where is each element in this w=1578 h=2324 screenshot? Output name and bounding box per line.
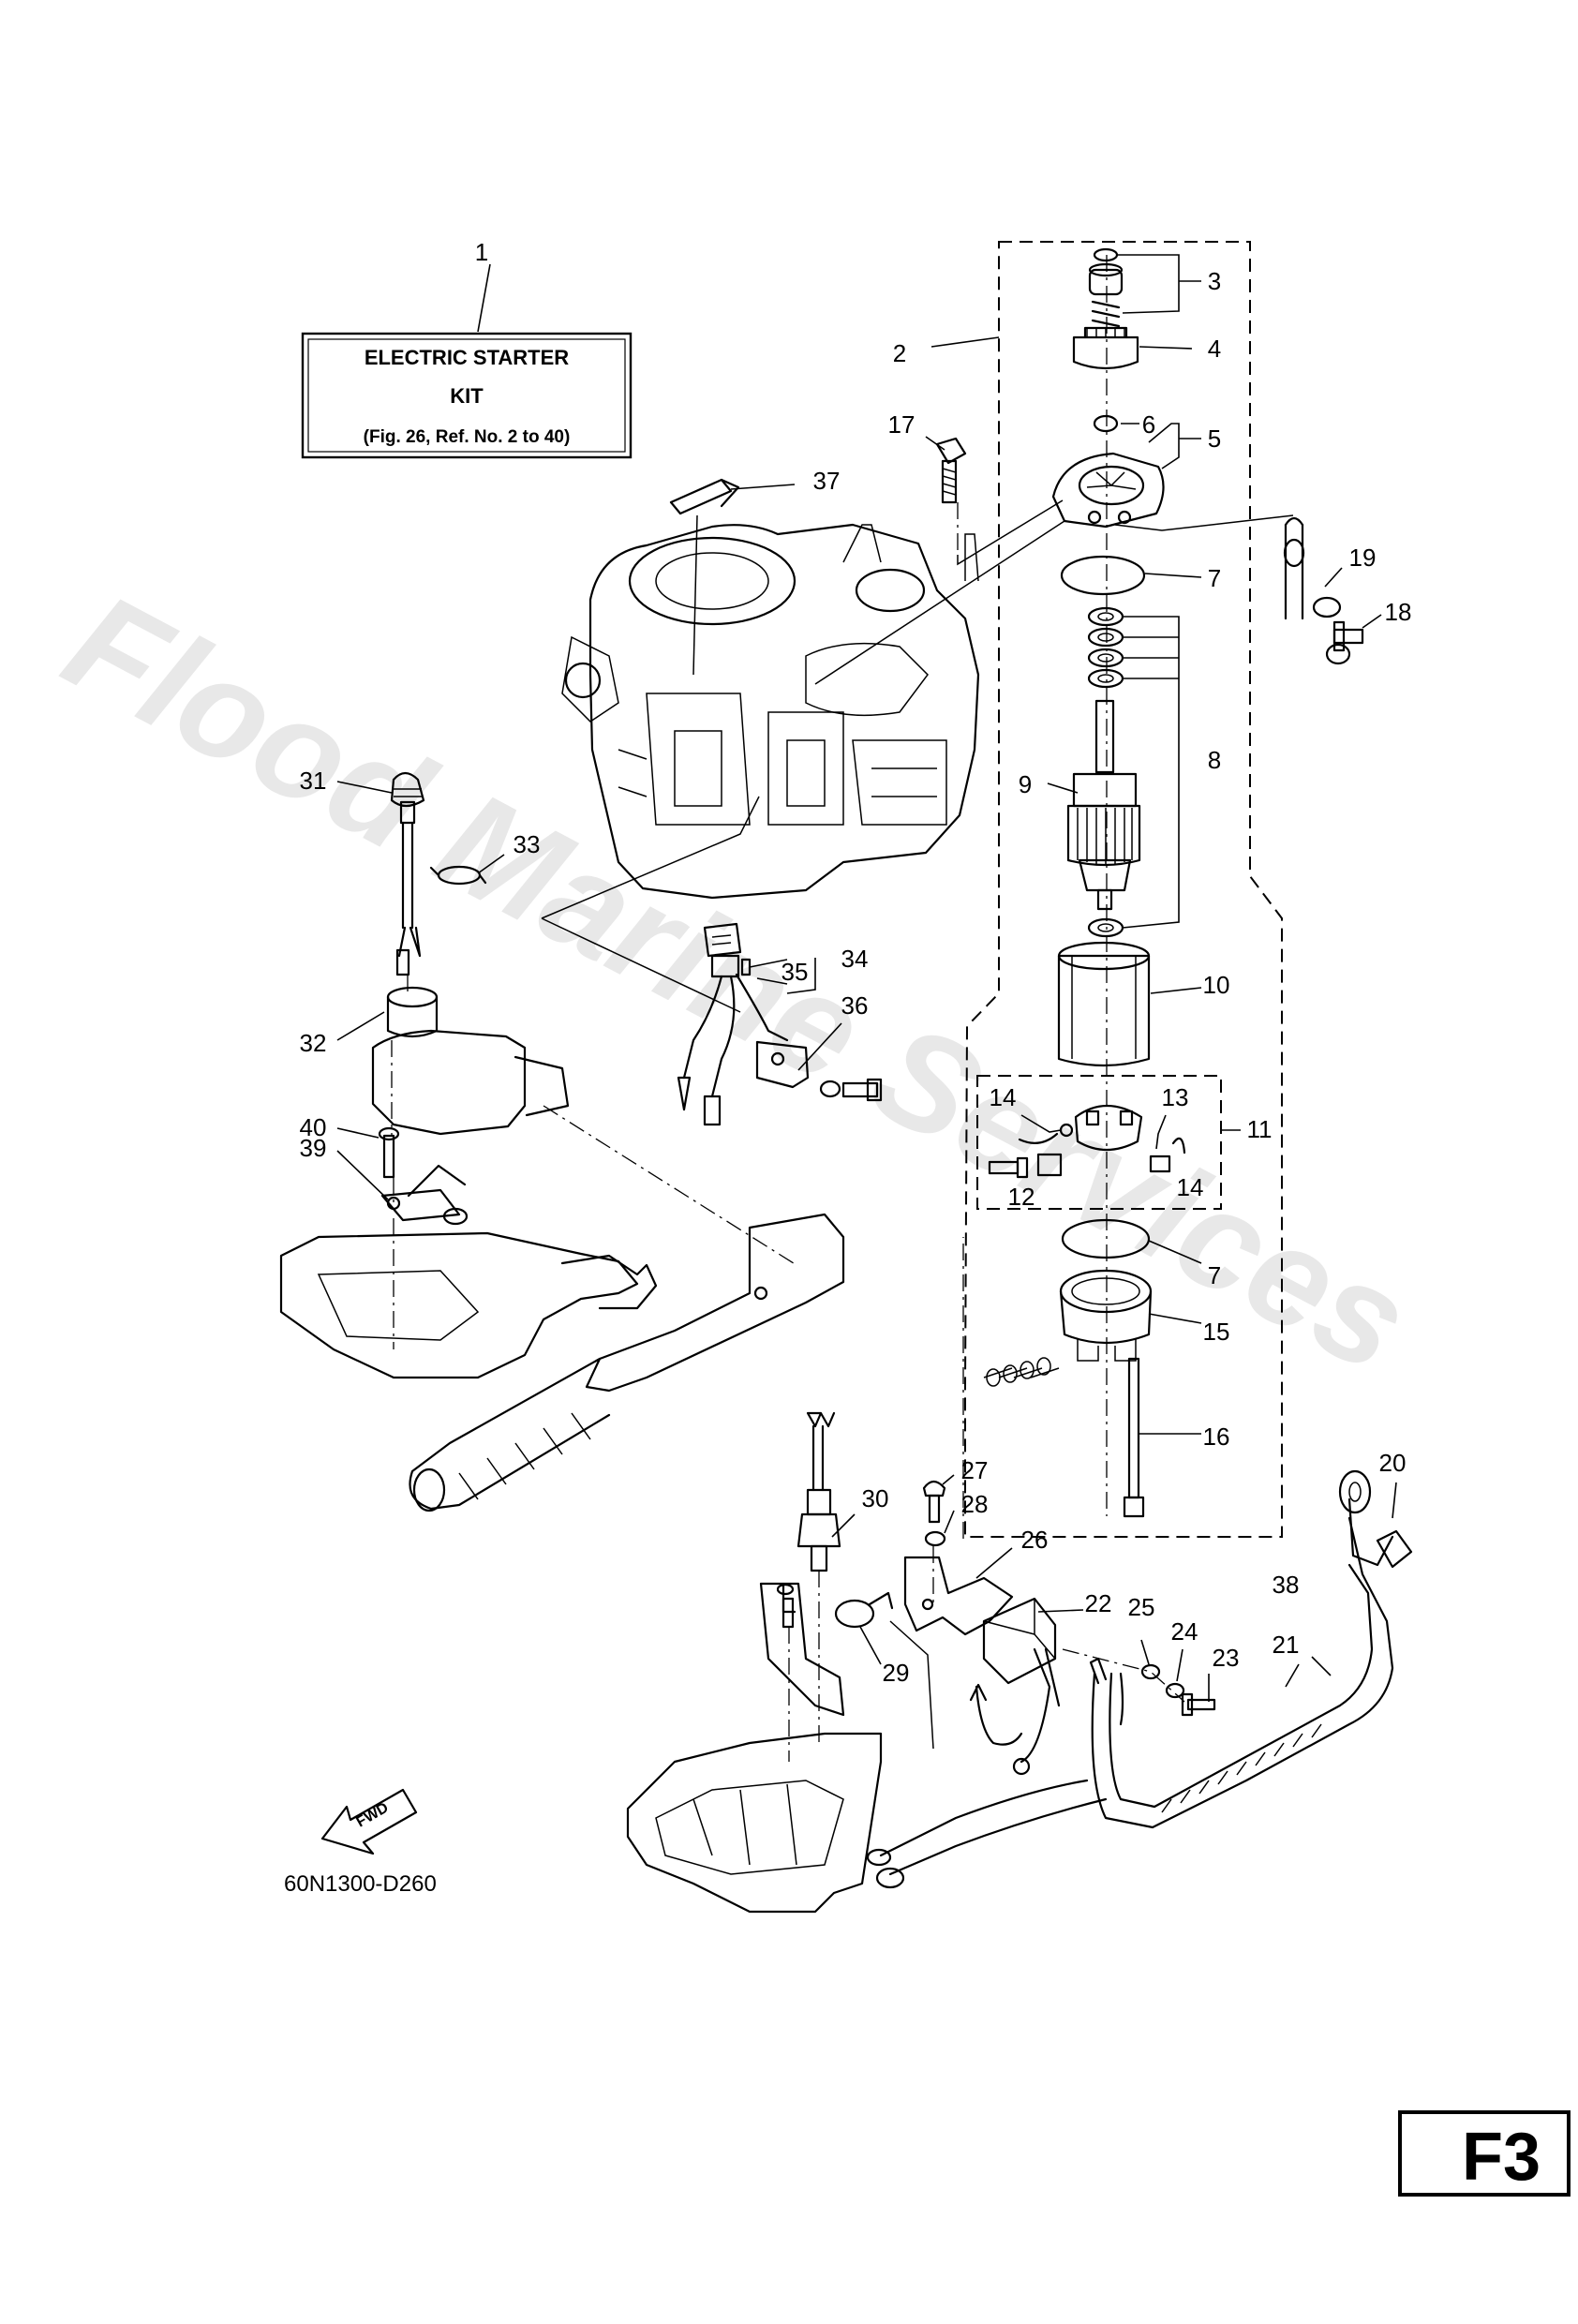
battery-cable-harness [866, 1469, 1413, 1889]
brush-holder-group-box [976, 1075, 1222, 1210]
cable-clamp [834, 1591, 894, 1629]
callout-12: 12 [1008, 1183, 1035, 1211]
callout-17: 17 [888, 410, 916, 439]
starter-mount-bolt [935, 437, 967, 504]
callout-14-left: 14 [990, 1083, 1017, 1111]
callout-7-lower: 7 [1208, 1261, 1221, 1289]
callout-8: 8 [1208, 746, 1221, 774]
callout-numbers: 1 2 3 4 5 6 7 7 8 9 10 11 12 13 14 14 15… [300, 238, 1412, 1687]
callout-28: 28 [961, 1490, 989, 1518]
kit-label-line2: KIT [450, 384, 484, 408]
kit-label-line1: ELECTRIC STARTER [365, 346, 569, 369]
callout-27: 27 [961, 1456, 989, 1484]
armature [1066, 699, 1141, 911]
callout-31: 31 [300, 767, 327, 795]
pinion-spring [1091, 300, 1121, 328]
callout-35: 35 [782, 958, 809, 986]
callout-30: 30 [862, 1484, 889, 1512]
callout-5: 5 [1208, 425, 1221, 453]
callout-18: 18 [1385, 598, 1412, 626]
callout-9: 9 [1019, 770, 1032, 798]
brush-holder [1074, 1105, 1143, 1151]
callout-11: 11 [1247, 1115, 1273, 1143]
callout-7-upper: 7 [1208, 564, 1221, 592]
callout-22: 22 [1085, 1589, 1112, 1617]
neutral-switch [390, 771, 425, 976]
brush-screw [988, 1153, 1063, 1179]
callout-37: 37 [813, 467, 841, 495]
starter-switch [796, 1411, 841, 1572]
pinion-stop-ring [1093, 247, 1119, 262]
callout-40: 40 [300, 1113, 327, 1141]
assembly-centerlines [391, 255, 1185, 1762]
pinion-gear [1072, 326, 1139, 370]
pinion-collar [1088, 262, 1124, 296]
brush-right [1149, 1137, 1186, 1173]
cable-washer [1312, 596, 1342, 618]
callout-33: 33 [514, 830, 541, 858]
relay-terminal-hardware [1140, 1663, 1216, 1717]
starter-cable-end [1283, 516, 1305, 620]
bracket-washer [924, 1530, 946, 1547]
callout-15: 15 [1203, 1318, 1230, 1346]
callout-1: 1 [475, 238, 488, 266]
callout-2: 2 [893, 339, 906, 367]
harness-bracket [755, 1040, 883, 1102]
callout-leaders [336, 254, 1397, 1702]
bottom-cowling [626, 1582, 883, 1914]
callout-4: 4 [1208, 335, 1221, 363]
switch-bracket [380, 1164, 469, 1226]
thrust-washer [1093, 414, 1119, 433]
callout-25: 25 [1128, 1593, 1155, 1621]
callout-6: 6 [1142, 410, 1155, 439]
drawing-code: 60N1300-D260 [284, 1871, 437, 1897]
yoke [1057, 941, 1151, 1067]
relay-bracket [903, 1556, 1014, 1636]
callout-36: 36 [841, 991, 869, 1020]
switch-bracket-bolt [378, 1126, 400, 1179]
callout-20: 20 [1379, 1449, 1407, 1477]
callout-23: 23 [1213, 1644, 1240, 1672]
bracket-screw [922, 1480, 946, 1524]
through-bolt [1123, 1357, 1145, 1518]
callout-38: 38 [1273, 1571, 1300, 1599]
callout-34: 34 [841, 945, 869, 973]
starter-motor-group-outline [964, 241, 1283, 1538]
page-id-box: F3 [1398, 2110, 1571, 2197]
cable-bolt [1325, 620, 1364, 665]
switch-bushing [386, 986, 439, 1038]
callout-10: 10 [1203, 971, 1230, 999]
callout-16: 16 [1203, 1423, 1230, 1451]
engine-block [561, 523, 980, 900]
fwd-label: FWD [354, 1800, 392, 1831]
o-ring-lower [1061, 1218, 1151, 1259]
callout-29: 29 [883, 1659, 910, 1687]
pilot-harness-connector [677, 922, 789, 1126]
starter-front-cover [1051, 452, 1165, 529]
fwd-arrow: FWD [320, 1788, 418, 1855]
callout-39: 39 [300, 1134, 327, 1162]
page-id: F3 [1462, 2120, 1541, 2195]
wire-routing-lines [541, 499, 1294, 1750]
callout-21: 21 [1273, 1631, 1300, 1659]
callout-14-right: 14 [1177, 1173, 1204, 1201]
tiller-handle-assembly [279, 1029, 845, 1512]
callout-32: 32 [300, 1029, 327, 1057]
callout-26: 26 [1021, 1526, 1049, 1554]
kit-label-box: ELECTRIC STARTER KIT (Fig. 26, Ref. No. … [301, 332, 633, 459]
starter-wire-clip [669, 478, 740, 515]
kit-label-line3: (Fig. 26, Ref. No. 2 to 40) [364, 427, 571, 447]
rear-cover [983, 1269, 1153, 1387]
callout-24: 24 [1171, 1617, 1198, 1646]
wire-clamp [429, 865, 487, 886]
callout-3: 3 [1208, 267, 1221, 295]
starter-relay [969, 1597, 1061, 1776]
callout-19: 19 [1349, 544, 1377, 572]
callout-13: 13 [1162, 1083, 1189, 1111]
o-ring-upper [1060, 555, 1146, 596]
